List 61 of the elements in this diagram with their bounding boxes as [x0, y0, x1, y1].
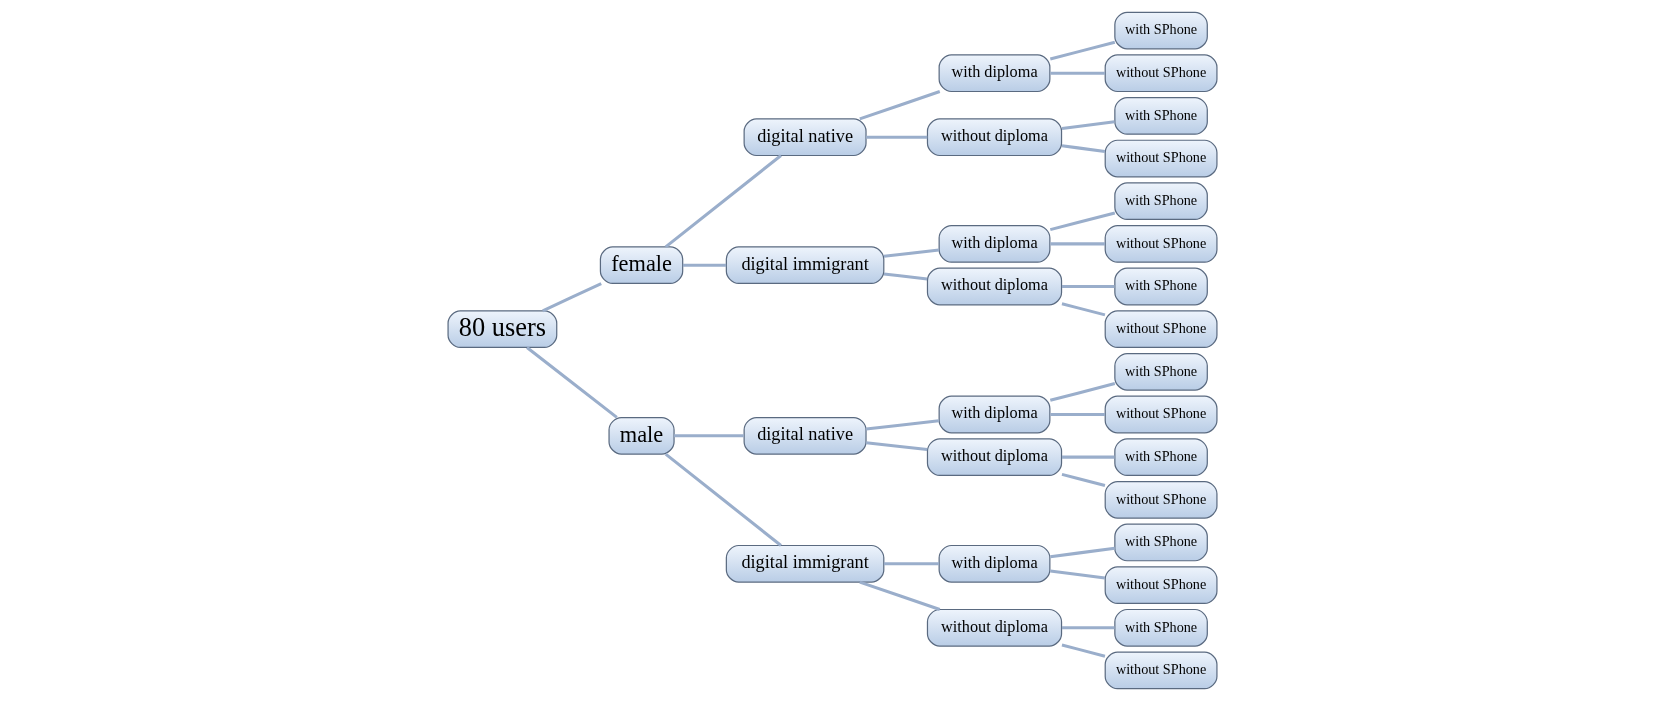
connector	[664, 154, 782, 249]
node-box: digital immigrant	[725, 246, 884, 285]
connector	[1061, 455, 1115, 459]
connector	[525, 346, 618, 419]
connector	[1061, 285, 1115, 289]
connector	[1061, 643, 1105, 658]
connector	[865, 135, 927, 139]
node-box: with SPhone	[1113, 608, 1208, 647]
connector	[1061, 120, 1115, 131]
node-box: digital native	[743, 118, 867, 157]
connector	[1049, 242, 1105, 246]
node-box: without diploma	[926, 608, 1062, 647]
connector	[1061, 626, 1115, 630]
node-box: without SPhone	[1104, 566, 1218, 604]
node-box: with SPhone	[1113, 11, 1208, 50]
connector	[1061, 472, 1105, 487]
node-box: with SPhone	[1113, 182, 1208, 221]
connector	[1061, 144, 1105, 153]
connector	[858, 90, 940, 121]
node-box: without diploma	[926, 267, 1062, 306]
connector	[1049, 546, 1115, 559]
node-box: with diploma	[938, 224, 1050, 263]
node-box: with SPhone	[1113, 523, 1208, 562]
node-box: without diploma	[926, 438, 1062, 477]
node-box: with SPhone	[1113, 352, 1208, 391]
connector	[1049, 71, 1105, 75]
connector	[1049, 569, 1105, 580]
node-box: male	[607, 416, 675, 455]
connector	[682, 263, 726, 267]
connector	[664, 452, 782, 547]
node-box: with SPhone	[1113, 438, 1208, 477]
node-box: without SPhone	[1104, 224, 1218, 263]
connector	[673, 434, 744, 438]
connector	[858, 580, 940, 611]
node-box: digital native	[743, 416, 867, 455]
node-box: with SPhone	[1113, 267, 1208, 306]
node-box: with diploma	[938, 395, 1050, 434]
node-box: with diploma	[938, 54, 1050, 93]
node-box: 80 users	[446, 310, 557, 349]
node-box: without diploma	[926, 118, 1062, 157]
node-box: without SPhone	[1104, 480, 1218, 519]
connector	[883, 272, 927, 281]
connector	[1049, 382, 1115, 402]
node-box: female	[599, 246, 683, 285]
connector	[1049, 40, 1115, 61]
node-box: without SPhone	[1104, 310, 1218, 349]
connector	[883, 248, 939, 258]
connector	[1049, 211, 1115, 232]
connector	[865, 419, 939, 431]
connector	[883, 562, 939, 566]
node-box: with diploma	[938, 544, 1050, 583]
node-box: digital immigrant	[725, 544, 884, 583]
node-box: without SPhone	[1104, 139, 1218, 178]
connector	[541, 282, 602, 313]
node-box: without SPhone	[1104, 54, 1218, 93]
connector	[865, 441, 927, 452]
node-box: with SPhone	[1113, 97, 1208, 135]
connector	[1049, 412, 1105, 416]
node-box: without SPhone	[1104, 395, 1218, 434]
connector	[1061, 302, 1105, 317]
node-box: without SPhone	[1104, 651, 1218, 690]
